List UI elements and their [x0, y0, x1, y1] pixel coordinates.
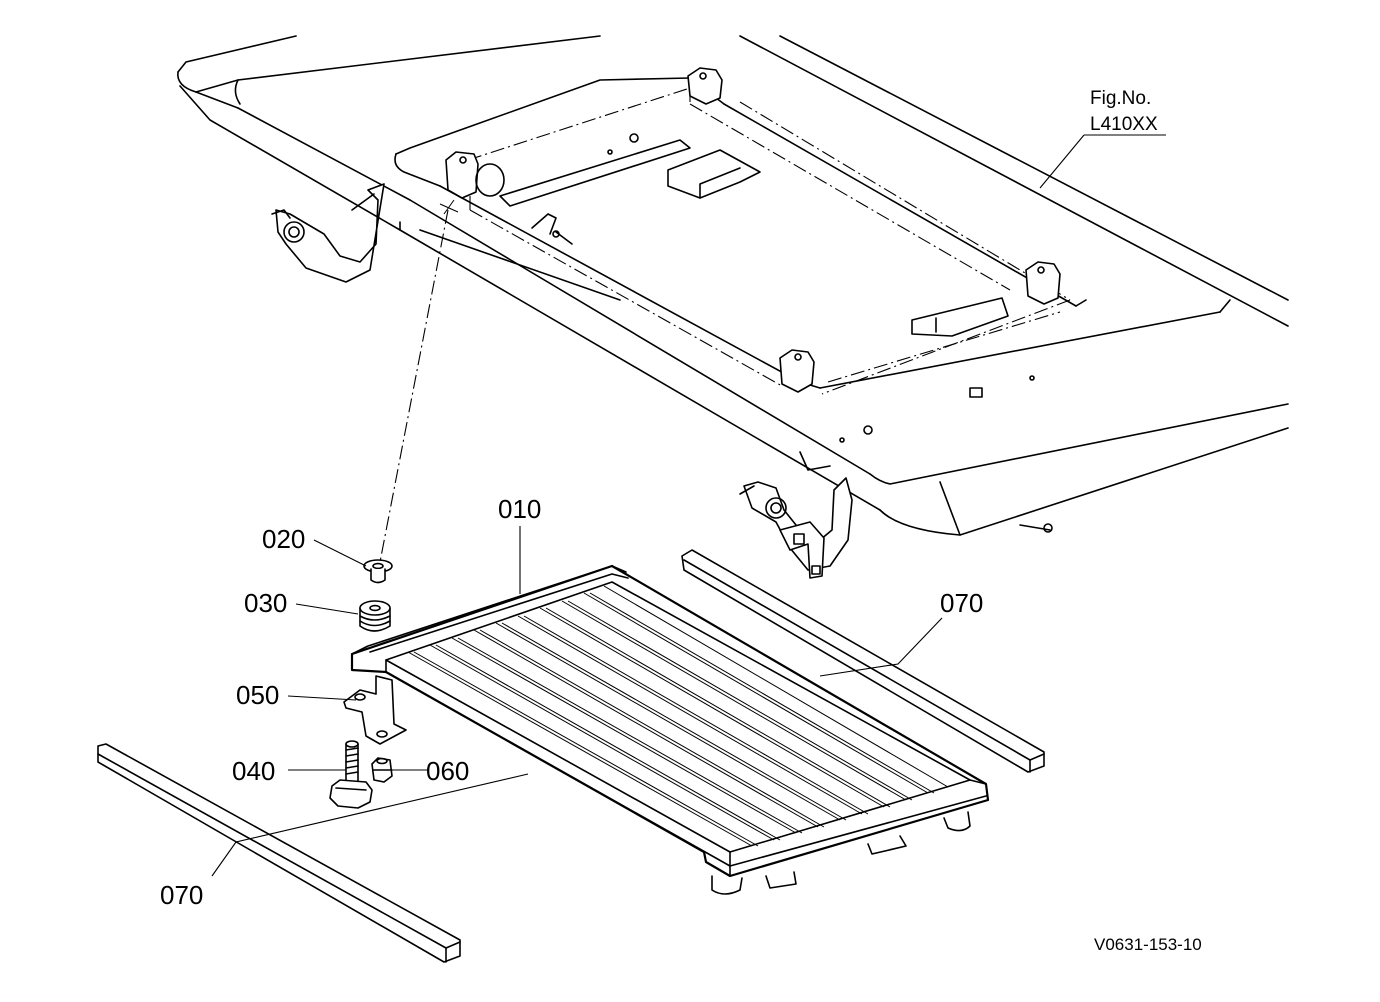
part-020-collar [363, 559, 393, 584]
assembly-axis-line [379, 209, 449, 563]
part-070-strip-left [97, 743, 461, 963]
callout-070-left: 070 [160, 880, 203, 910]
callout-060: 060 [426, 756, 469, 786]
callout-leaders [211, 526, 943, 877]
part-030-cushion [359, 600, 391, 632]
fig-ref-leader [1039, 134, 1166, 189]
part-060-nut [371, 757, 393, 783]
callout-030: 030 [244, 588, 287, 618]
floor-panel [177, 35, 1289, 536]
part-070-strip-right [681, 549, 1045, 773]
callout-070-right: 070 [940, 588, 983, 618]
part-040-bolt [329, 740, 373, 809]
drawing-code: V0631-153-10 [1094, 935, 1202, 954]
fig-no-label: Fig.No. [1090, 88, 1151, 109]
callout-010: 010 [498, 494, 541, 524]
mount-point-mark [439, 199, 459, 215]
hanger-bracket-right [739, 451, 853, 579]
fig-no-number: L410XX [1090, 114, 1158, 135]
callout-020: 020 [262, 524, 305, 554]
callout-040: 040 [232, 756, 275, 786]
part-010-mat-panel [350, 564, 990, 895]
part-050-bracket [343, 675, 407, 745]
hanger-bracket-left [271, 183, 385, 283]
callout-050: 050 [236, 680, 279, 710]
